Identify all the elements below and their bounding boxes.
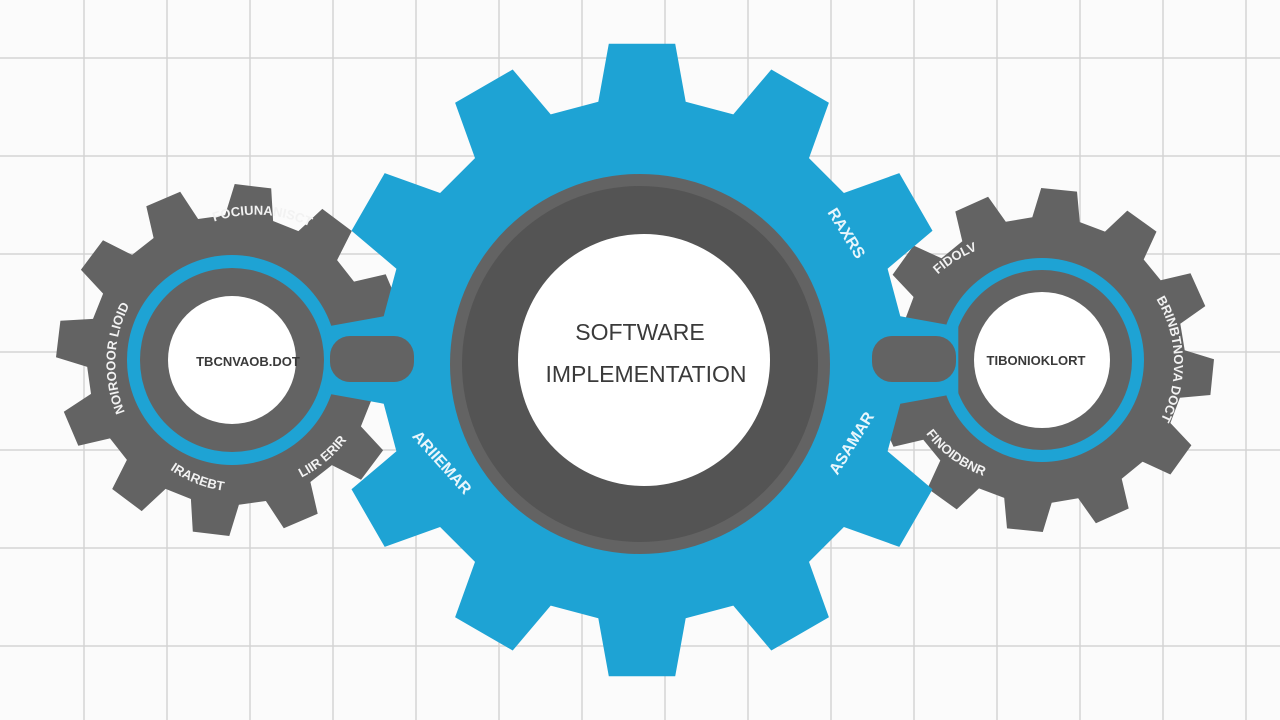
center-title-line2: IMPLEMENTATION — [545, 361, 746, 387]
right-connector-shaft — [872, 336, 956, 382]
center-gear: SOFTWARE IMPLEMENTATION RAXRS ARIIEMAR A… — [325, 43, 959, 677]
right-gear-hub-label: TIBONIOKLORT — [987, 353, 1086, 368]
center-title-line1: SOFTWARE — [575, 319, 704, 345]
left-gear-hub — [168, 296, 296, 424]
right-gear-hub — [974, 292, 1110, 428]
left-gear: TBCNVAOB.DOT FOCIUNANISCT NOIROOOR LIOID… — [56, 184, 408, 536]
center-gear-hub — [518, 234, 770, 486]
left-connector-shaft — [330, 336, 414, 382]
right-gear: TIBONIOKLORT FIDOLV BRINBTNOVA DOCT FINO… — [870, 188, 1214, 532]
left-gear-hub-label: TBCNVAOB.DOT — [196, 354, 300, 369]
